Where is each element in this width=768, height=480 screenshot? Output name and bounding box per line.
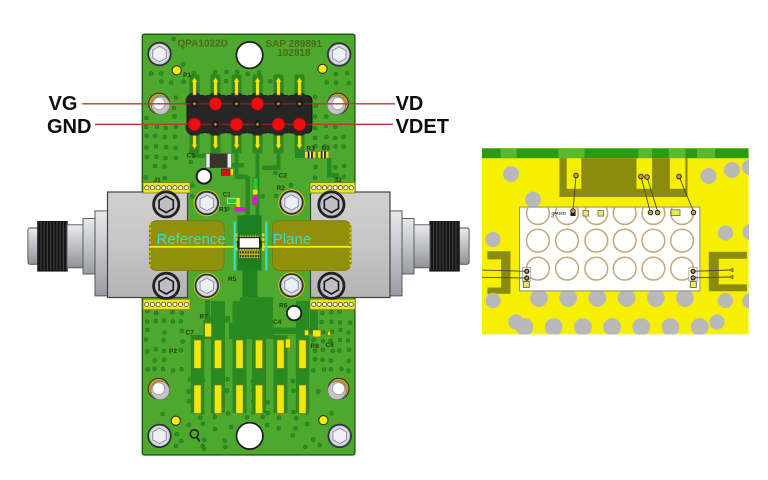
- svg-text:C7: C7: [186, 330, 195, 337]
- svg-text:VD: VD: [396, 93, 424, 115]
- svg-text:VDET: VDET: [396, 116, 449, 138]
- svg-text:QPA1022: QPA1022: [552, 212, 567, 216]
- svg-text:C3: C3: [322, 145, 331, 152]
- svg-text:R3: R3: [307, 146, 316, 153]
- svg-text:C1: C1: [223, 191, 232, 198]
- svg-text:C2: C2: [279, 173, 288, 180]
- svg-text:Plane: Plane: [273, 231, 311, 248]
- svg-text:C5: C5: [187, 153, 196, 160]
- svg-text:GND: GND: [47, 116, 91, 138]
- svg-text:Reference: Reference: [157, 231, 226, 248]
- svg-text:SAP 289891: SAP 289891: [266, 39, 323, 50]
- svg-text:R7: R7: [200, 314, 209, 321]
- svg-text:C4: C4: [273, 319, 282, 326]
- svg-text:R6: R6: [279, 303, 288, 310]
- svg-text:IS: IS: [552, 215, 555, 219]
- svg-text:P2: P2: [169, 348, 177, 355]
- svg-text:102818: 102818: [277, 48, 311, 59]
- svg-text:R8: R8: [311, 343, 320, 350]
- svg-text:R2: R2: [277, 185, 286, 192]
- svg-text:VG: VG: [49, 93, 78, 115]
- svg-text:QPA1022D: QPA1022D: [178, 39, 228, 50]
- svg-text:C6: C6: [326, 342, 335, 349]
- svg-text:R1: R1: [219, 207, 228, 214]
- svg-text:P1: P1: [183, 72, 191, 79]
- svg-text:J1: J1: [154, 177, 162, 184]
- svg-text:J2: J2: [335, 177, 343, 184]
- svg-text:R5: R5: [228, 276, 237, 283]
